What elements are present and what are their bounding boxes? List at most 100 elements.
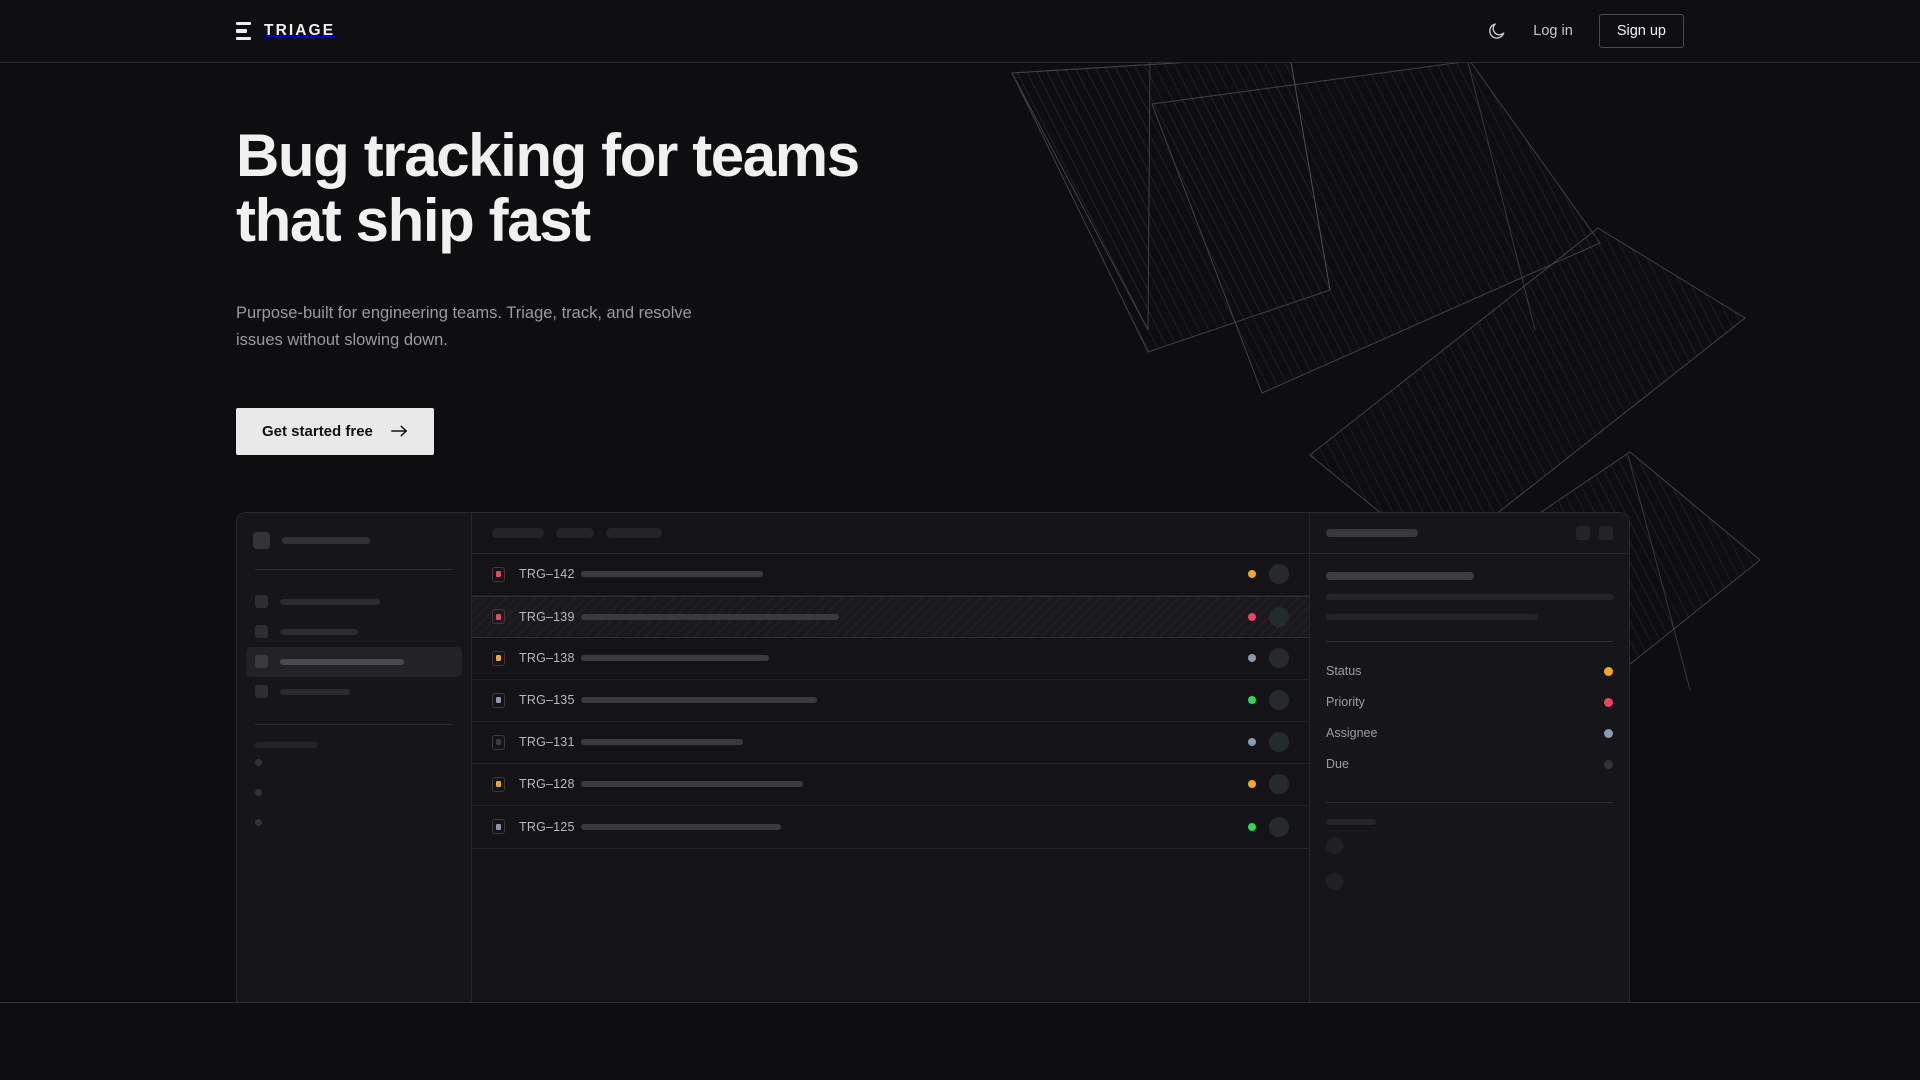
avatar: [1326, 873, 1343, 891]
login-link[interactable]: Log in: [1533, 23, 1573, 39]
issue-type-icon: [492, 819, 505, 835]
sidebar-item-2-label: [280, 628, 358, 635]
table-row[interactable]: TRG–135: [472, 680, 1309, 722]
issue-key: TRG–125: [519, 819, 575, 834]
issue-title-placeholder: [581, 571, 763, 578]
sidebar-subitem-1[interactable]: [253, 748, 455, 778]
issue-row-meta: [1248, 564, 1289, 585]
sidebar-divider-top: [255, 568, 453, 570]
issue-key: TRG–128: [519, 777, 575, 792]
issue-row-meta: [1248, 732, 1289, 753]
issue-key: TRG–139: [519, 609, 575, 624]
detail-field-priority[interactable]: Priority: [1326, 687, 1613, 718]
sidebar-subitem-3[interactable]: [253, 808, 455, 838]
issue-title-placeholder: [581, 613, 839, 620]
sidebar-subitem-2-dot: [255, 789, 262, 797]
issue-type-icon: [492, 609, 505, 625]
app-preview: TRG–142 TRG–139: [0, 511, 1920, 1003]
detail-activity: [1310, 803, 1629, 897]
page-title: Bug tracking for teams that ship fast: [236, 123, 936, 253]
get-started-button[interactable]: Get started free: [236, 407, 434, 455]
hero-section: Bug tracking for teams that ship fast Pu…: [0, 63, 1920, 455]
issue-key: TRG–135: [519, 693, 575, 708]
detail-field-assignee-label: Assignee: [1326, 726, 1378, 741]
site-header: TRIAGE Log in Sign up: [0, 0, 1920, 63]
hero-subheading: Purpose-built for engineering teams. Tri…: [236, 304, 692, 349]
issue-rows: TRG–142 TRG–139: [472, 554, 1309, 849]
toolbar-filter-1[interactable]: [492, 527, 544, 538]
detail-field-assignee-dot: [1604, 728, 1613, 738]
sidebar-item-2-icon: [255, 625, 268, 639]
table-row[interactable]: TRG–125: [472, 806, 1309, 848]
detail-description-line-2: [1326, 613, 1538, 620]
issue-key: TRG–131: [519, 735, 575, 750]
table-row[interactable]: TRG–142: [472, 554, 1309, 596]
header-actions: Log in Sign up: [1487, 14, 1684, 48]
table-row[interactable]: TRG–138: [472, 638, 1309, 680]
issue-type-icon: [492, 692, 505, 708]
sidebar-section-label: [255, 741, 318, 748]
detail-field-priority-label: Priority: [1326, 695, 1365, 710]
avatar: [1269, 690, 1289, 711]
activity-section-label: [1326, 818, 1376, 825]
status-badge: [1248, 738, 1256, 747]
moon-icon[interactable]: [1487, 21, 1507, 41]
toolbar-filter-2[interactable]: [556, 527, 594, 538]
section-divider: [0, 1001, 1920, 1003]
table-row[interactable]: TRG–131: [472, 722, 1309, 764]
sidebar-subitem-2[interactable]: [253, 778, 455, 808]
detail-action-1-icon[interactable]: [1576, 525, 1590, 540]
issue-key: TRG–142: [519, 567, 575, 582]
brand-name: TRIAGE: [264, 22, 336, 39]
workspace-avatar: [253, 532, 270, 550]
sidebar-item-4[interactable]: [246, 677, 462, 707]
detail-field-due[interactable]: Due: [1326, 749, 1613, 780]
sidebar-item-1-label: [280, 598, 380, 605]
table-row[interactable]: TRG–139: [472, 595, 1309, 638]
list-item: [1326, 867, 1613, 897]
detail-actions: [1576, 525, 1613, 540]
brand-logo-link[interactable]: TRIAGE: [236, 22, 335, 40]
sidebar-item-4-icon: [255, 685, 268, 699]
workspace-switcher[interactable]: [253, 530, 455, 552]
sidebar-divider-bottom: [255, 723, 453, 725]
issue-title-placeholder: [581, 823, 781, 830]
arrow-right-icon: [391, 425, 407, 437]
signup-button[interactable]: Sign up: [1598, 14, 1684, 48]
sidebar-item-1[interactable]: [246, 587, 462, 617]
issue-row-meta: [1248, 606, 1289, 627]
avatar: [1269, 606, 1289, 627]
issue-type-icon: [492, 734, 505, 750]
detail-description-line-1: [1326, 593, 1614, 600]
detail-field-assignee[interactable]: Assignee: [1326, 718, 1613, 749]
detail-field-status-label: Status: [1326, 664, 1362, 679]
issue-row-meta: [1248, 774, 1289, 795]
hero-heading-line-2: that ship fast: [236, 187, 591, 255]
issue-row-meta: [1248, 816, 1289, 837]
detail-body: Status Priority Assignee Due: [1310, 554, 1629, 803]
issue-list-panel: TRG–142 TRG–139: [472, 512, 1309, 1002]
sidebar-item-3-active[interactable]: [246, 646, 462, 677]
table-row[interactable]: TRG–128: [472, 764, 1309, 806]
issue-key: TRG–138: [519, 651, 575, 666]
detail-field-status[interactable]: Status: [1326, 656, 1613, 687]
sidebar-item-1-icon: [255, 595, 268, 609]
issue-title-placeholder: [581, 655, 769, 662]
status-badge: [1248, 612, 1256, 621]
status-badge: [1248, 570, 1256, 579]
detail-action-2-icon[interactable]: [1599, 525, 1613, 540]
avatar: [1326, 837, 1343, 855]
avatar: [1269, 816, 1289, 837]
sidebar-item-2[interactable]: [246, 617, 462, 647]
issue-title-placeholder: [581, 739, 743, 746]
sidebar-item-3-icon: [255, 655, 268, 669]
app-sidebar: [237, 512, 472, 1002]
toolbar-filter-3[interactable]: [606, 527, 662, 538]
sidebar-nav: [246, 587, 462, 707]
issue-row-meta: [1248, 648, 1289, 669]
workspace-name-placeholder: [282, 537, 370, 545]
detail-divider: [1326, 640, 1613, 642]
avatar: [1269, 732, 1289, 753]
detail-field-due-label: Due: [1326, 757, 1349, 772]
avatar: [1269, 774, 1289, 795]
